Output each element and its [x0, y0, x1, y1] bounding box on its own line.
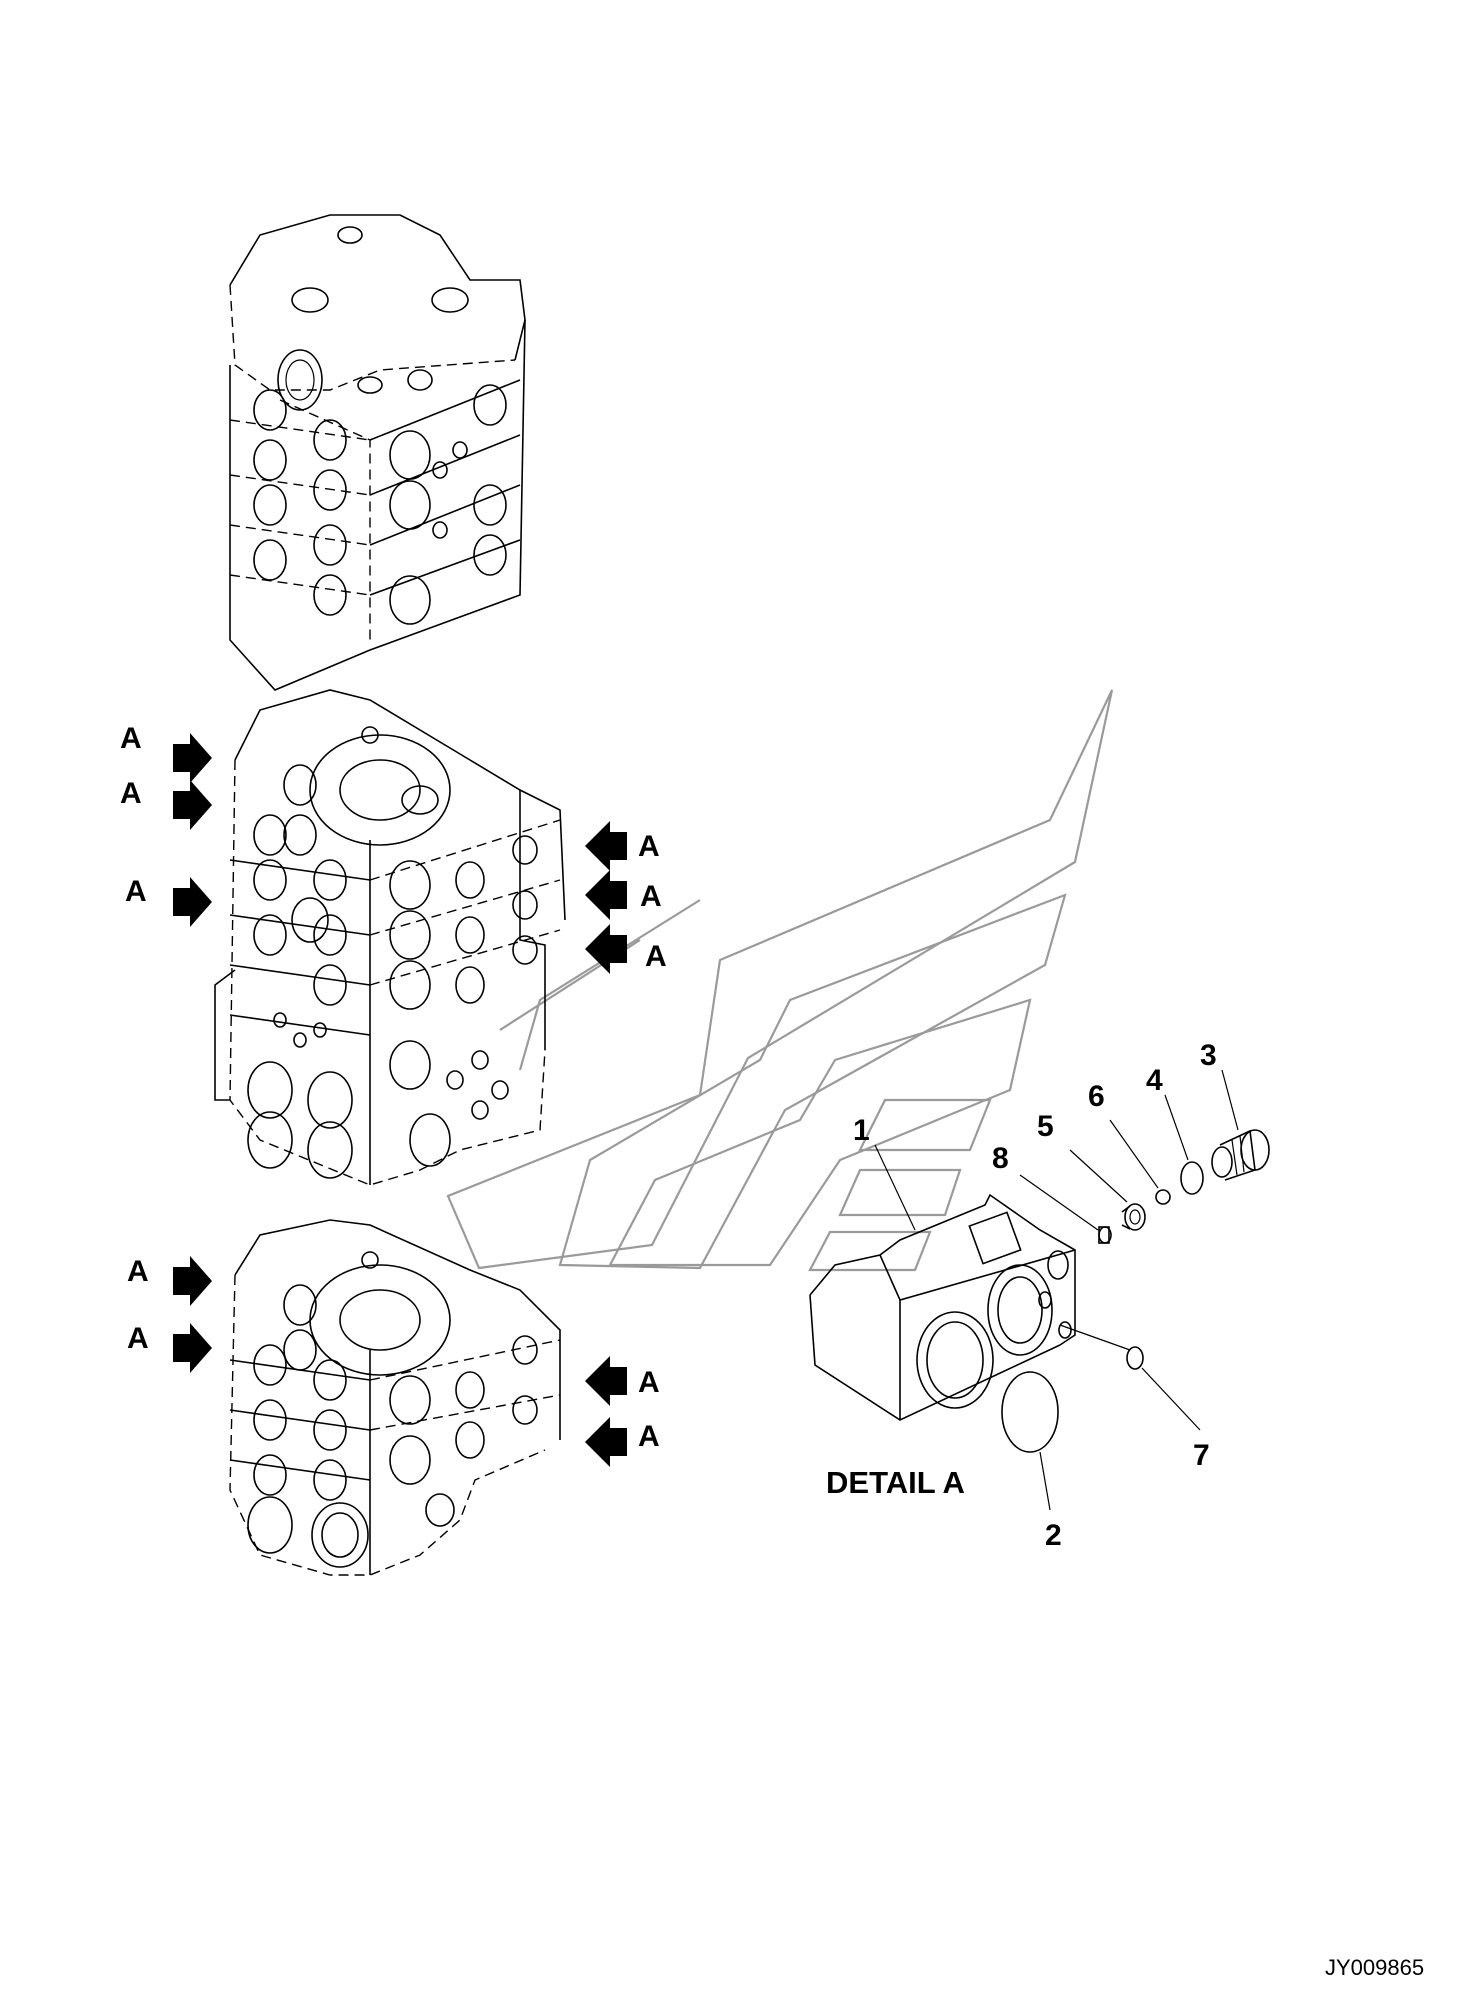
- view-marker-label: A: [640, 880, 662, 913]
- view-arrows-right: [585, 821, 627, 1467]
- view-marker-label: A: [127, 1255, 149, 1288]
- view-marker-label: A: [638, 830, 660, 863]
- callout-8: 8: [992, 1142, 1009, 1175]
- watermark-logo: [446, 689, 1114, 1272]
- small-plug: [1098, 1226, 1112, 1244]
- drawing-code: JY009865: [1325, 1955, 1424, 1980]
- leader-line: [1039, 1451, 1051, 1511]
- callout-4: 4: [1146, 1064, 1163, 1097]
- leader-line: [1164, 1094, 1189, 1161]
- o-ring-small: [1126, 1346, 1144, 1370]
- view-arrow-2: [173, 780, 212, 830]
- o-ring-plug: [1180, 1161, 1204, 1195]
- view-marker-label: A: [638, 1366, 660, 1399]
- callout-7: 7: [1193, 1439, 1210, 1472]
- leader-line: [1141, 1367, 1201, 1431]
- view-arrow-7: [585, 870, 627, 920]
- view-marker-label: A: [638, 1420, 660, 1453]
- valve-assembly-top: [229, 214, 526, 691]
- leader-line: [1019, 1174, 1099, 1231]
- view-arrow-3: [173, 877, 212, 927]
- callout-5: 5: [1037, 1110, 1054, 1143]
- callout-3: 3: [1200, 1039, 1217, 1072]
- leader-line: [1069, 1149, 1128, 1203]
- detail-a-assembly: 1 2 3 4 5 6 7 8 DETAIL A: [809, 1039, 1270, 1552]
- ball: [1155, 1189, 1171, 1205]
- threaded-plug: [1211, 1129, 1270, 1181]
- valve-section-block: [809, 1193, 1076, 1421]
- view-arrow-4: [173, 1256, 212, 1306]
- view-marker-label: A: [120, 722, 142, 755]
- view-arrows-left: [173, 733, 212, 1373]
- leader-line: [874, 1144, 916, 1231]
- view-arrow-10: [585, 1417, 627, 1467]
- view-marker-label: A: [125, 875, 147, 908]
- o-ring-large: [1001, 1371, 1059, 1453]
- view-marker-label: A: [120, 777, 142, 810]
- view-arrow-9: [585, 1356, 627, 1406]
- leader-line: [1221, 1069, 1239, 1131]
- callout-1: 1: [853, 1114, 870, 1147]
- view-marker-label: A: [127, 1322, 149, 1355]
- view-arrow-1: [173, 733, 212, 783]
- view-marker-label: A: [645, 940, 667, 973]
- leader-line: [1109, 1119, 1159, 1189]
- view-arrow-6: [585, 821, 627, 871]
- valve-assembly-middle: [214, 689, 566, 1186]
- view-arrow-8: [585, 924, 627, 974]
- valve-assembly-bottom: [229, 1219, 561, 1576]
- view-markers: A A A A A A A A A A: [120, 722, 667, 1453]
- detail-title: DETAIL A: [826, 1465, 965, 1500]
- leader-line: [1059, 1324, 1131, 1351]
- callout-2: 2: [1045, 1519, 1062, 1552]
- sleeve: [1121, 1203, 1146, 1231]
- callout-6: 6: [1088, 1080, 1105, 1113]
- view-arrow-5: [173, 1323, 212, 1373]
